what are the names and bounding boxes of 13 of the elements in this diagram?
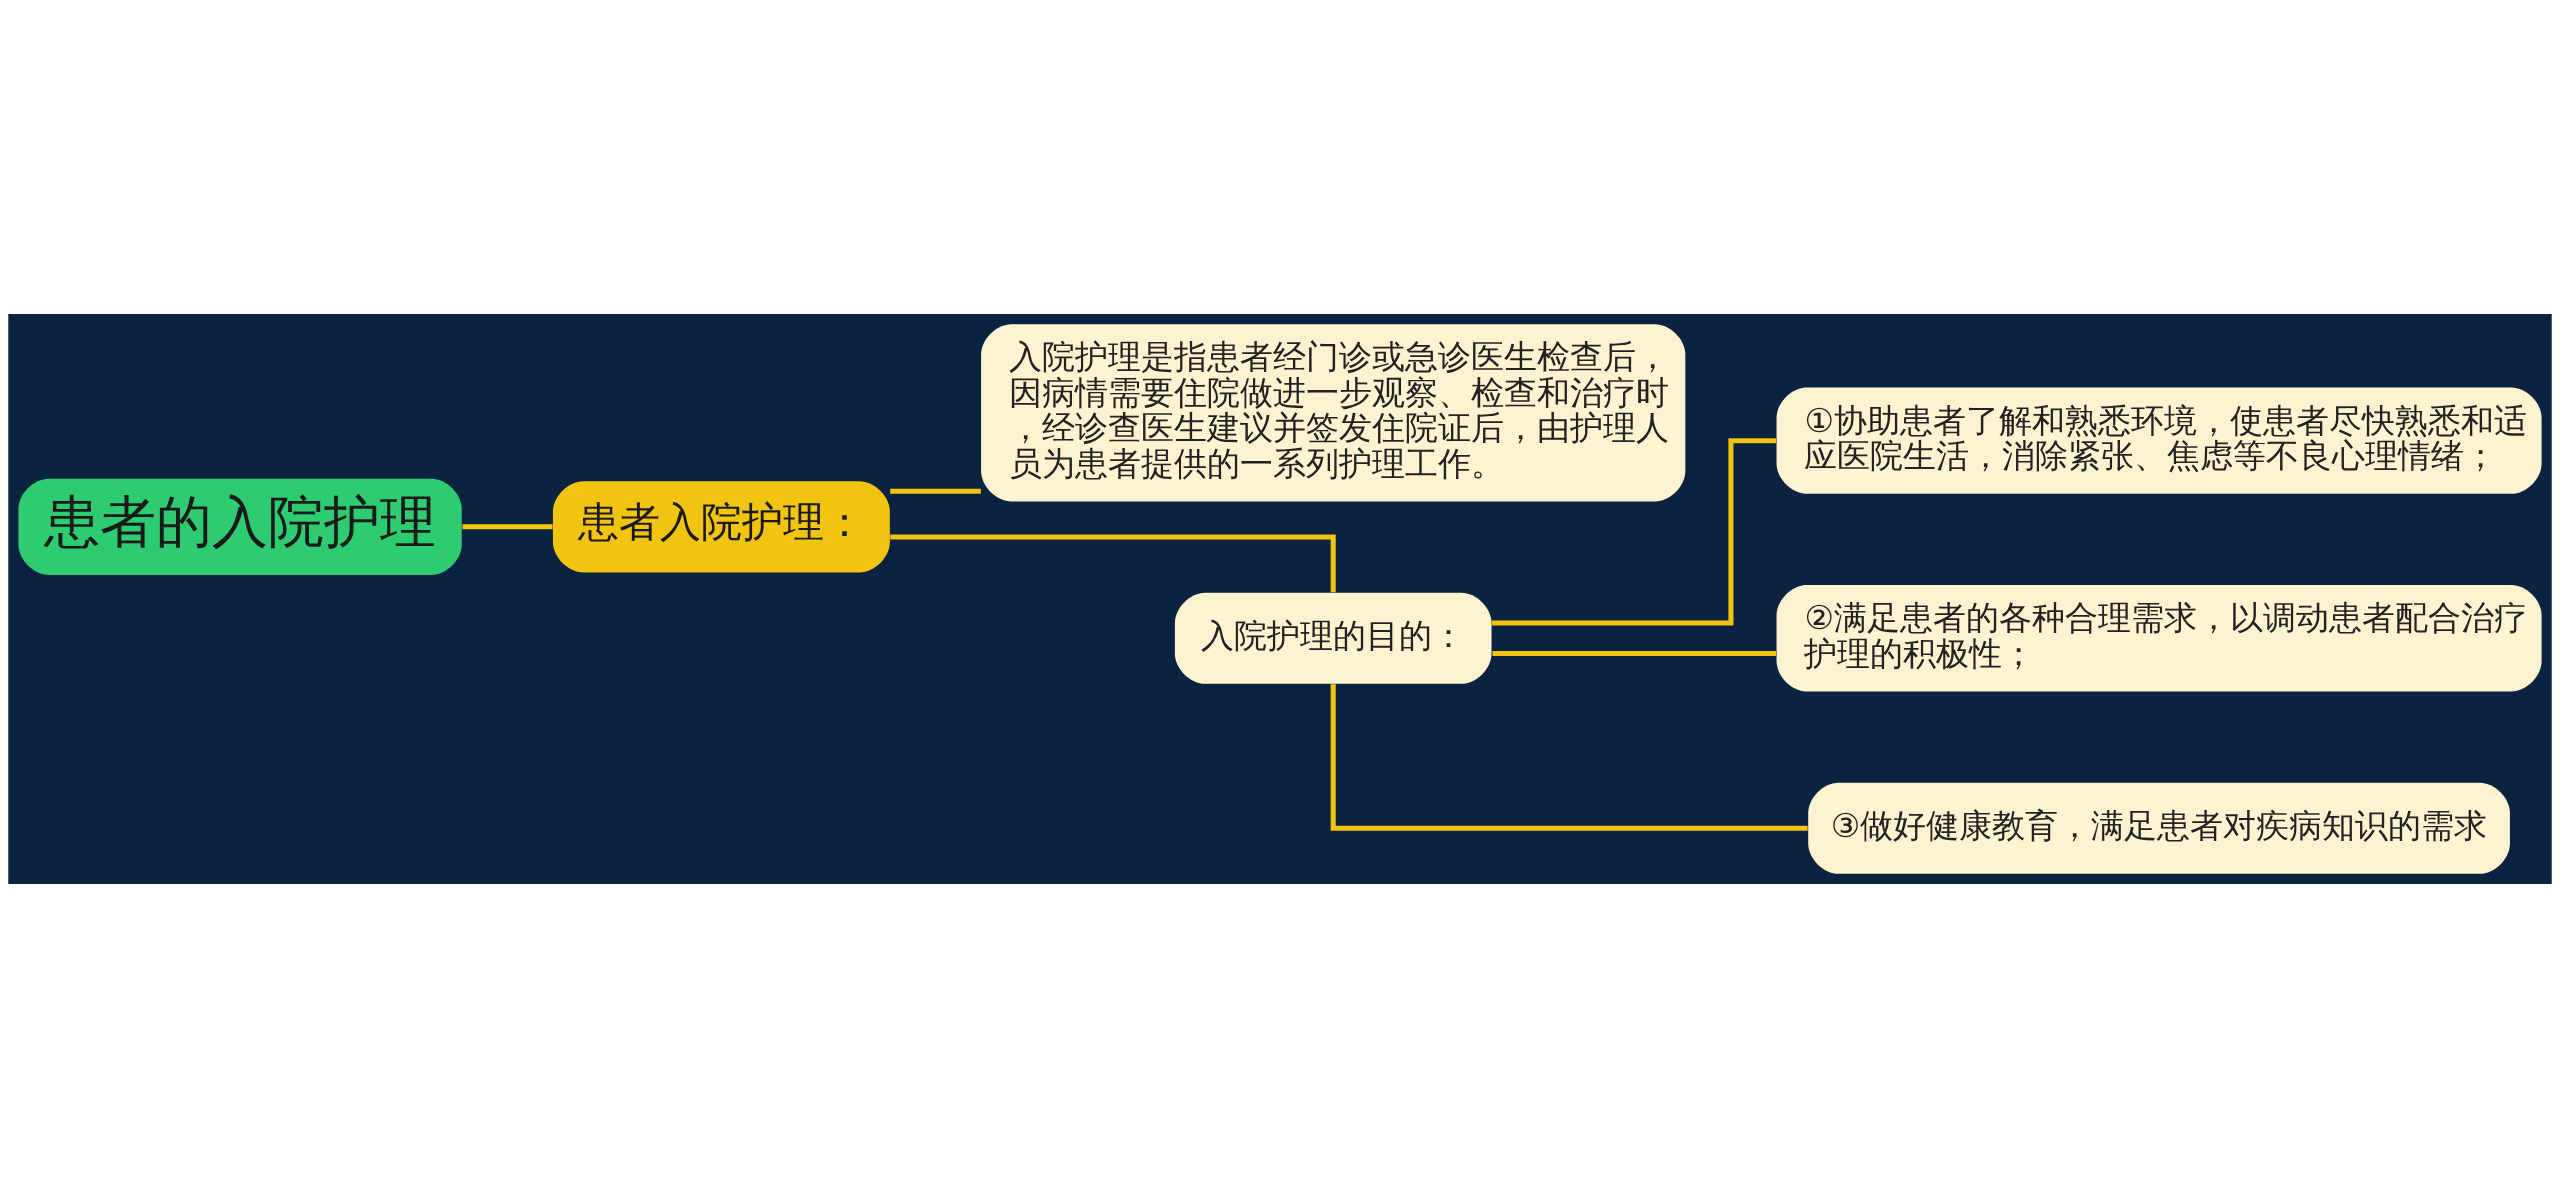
connector (1330, 683, 1808, 831)
connector (1492, 650, 1776, 656)
node-box: ②满足患者的各种合理需求，以调动患者配合治疗护理的积极性； (1776, 584, 2542, 691)
node-box: 入院护理的目的： (1174, 592, 1492, 684)
connector (462, 523, 553, 529)
node-box: ①协助患者了解和熟悉环境，使患者尽快熟悉和适应医院生活，消除紧张、焦虑等不良心理情绪； (1776, 386, 2542, 494)
node-box: ③做好健康教育，满足患者对疾病知识的需求 (1808, 782, 2510, 874)
connector (1491, 437, 1776, 626)
connector (890, 488, 981, 494)
node-box: 患者的入院护理 (18, 478, 462, 575)
node-box: 入院护理是指患者经门诊或急诊医生检查后，因病情需要住院做进一步观察、检查和治疗时，经诊查医生建议并签发住院证后，由护理人员为患者提供的一系列护理工作。 (981, 323, 1686, 501)
node-box: 患者入院护理： (552, 480, 890, 572)
connector (890, 533, 1336, 592)
